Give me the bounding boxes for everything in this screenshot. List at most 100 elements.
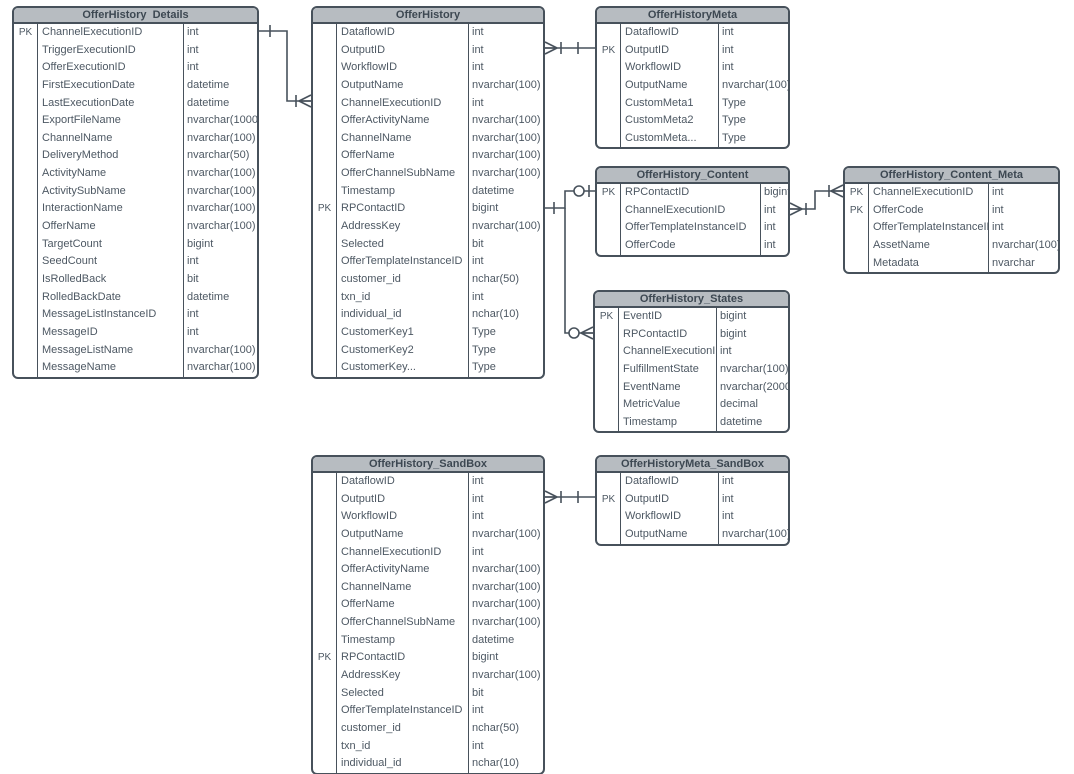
column-name: IsRolledBack [42,272,107,285]
pk-indicator [597,473,621,491]
table-title: OfferHistoryMeta [597,8,788,24]
column-type: nchar(50) [468,719,543,738]
pk-indicator [14,218,38,236]
column-name: ExportFileName [42,114,121,127]
column-name: OutputID [341,43,386,56]
pk-indicator [313,473,337,491]
pk-indicator [313,129,337,148]
pk-indicator [313,508,337,526]
table-row: Timestamp datetime [595,413,788,432]
column-name: DataflowID [625,26,679,38]
column-name: OutputName [341,527,404,540]
column-type: nvarchar(50) [183,147,257,166]
pk-indicator [597,525,621,544]
column-type: nvarchar(100) [183,129,257,148]
column-name: MessageID [42,325,98,338]
pk-indicator [597,112,621,130]
pk-indicator [313,306,337,324]
pk-indicator [597,129,621,148]
column-name: OfferName [341,149,395,162]
column-type: int [468,24,543,42]
column-type: Type [468,341,543,360]
column-name: ChannelExecutionID [873,186,974,198]
column-name: OfferCode [625,238,676,251]
pk-indicator: PK [597,41,621,60]
column-type: nvarchar(100) [716,360,788,379]
column-name: OutputName [625,527,688,540]
pk-indicator [313,218,337,236]
pk-indicator [313,253,337,271]
column-type: int [468,253,543,271]
column-type: datetime [468,631,543,650]
table-title: OfferHistory_States [595,292,788,308]
column-name: Timestamp [623,415,677,428]
column-name: OfferTemplateInstanceID [873,221,988,234]
column-type: bigint [468,200,543,219]
column-type: int [988,184,1058,202]
column-type: nchar(50) [468,270,543,289]
column-type: nvarchar(2000) [716,378,788,397]
column-name: ChannelExecutionID [341,96,442,109]
pk-indicator [595,325,619,344]
pk-indicator: PK [595,308,619,326]
column-type: int [468,702,543,720]
column-name: OfferChannelSubName [341,616,456,629]
column-name: ChannelExecutionID [341,545,442,558]
table-row: customer_id nchar(50) [313,270,543,289]
pk-indicator [597,24,621,42]
pk-indicator [313,341,337,360]
pk-indicator [14,76,38,95]
column-name: OfferExecutionID [42,61,126,74]
column-type: Type [468,323,543,342]
column-type: nvarchar(100) [468,578,543,597]
pk-indicator [595,360,619,379]
pk-indicator: PK [14,24,38,42]
column-type: datetime [716,413,788,432]
pk-indicator: PK [597,184,621,202]
column-type: int [760,219,788,237]
pk-indicator [313,578,337,597]
column-name: CustomMeta... [625,131,697,144]
column-type: int [468,490,543,509]
column-name: customer_id [341,272,401,285]
column-name: OutputID [341,492,386,505]
pk-indicator [313,235,337,254]
pk-indicator [597,201,621,220]
pk-indicator [313,59,337,77]
pk-indicator [313,270,337,289]
pk-indicator [14,359,38,377]
column-type: nvarchar(100) [183,165,257,183]
table-row: OutputID int [313,490,543,509]
pk-indicator [14,270,38,289]
column-name: AddressKey [341,669,401,682]
column-type: nvarchar(1000) [183,112,257,130]
pk-indicator: PK [845,184,869,202]
